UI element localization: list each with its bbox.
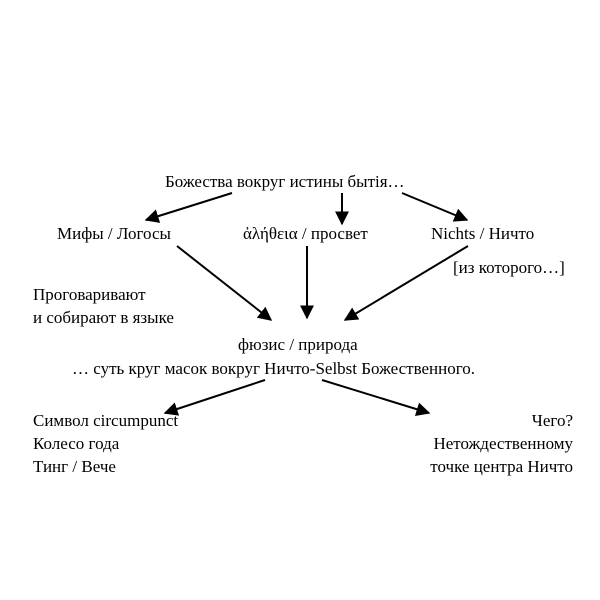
arrow-center-to-bottom-left bbox=[163, 379, 266, 416]
side-note-line2: и собирают в языке bbox=[33, 308, 174, 327]
bottom-right-line3: точке центра Ничто bbox=[430, 457, 573, 476]
bottom-left-line2: Колесо года bbox=[33, 434, 120, 453]
node-myths-logos: Мифы / Логосы bbox=[57, 224, 171, 243]
node-physis: фюзис / природа bbox=[238, 335, 358, 354]
arrow-top-to-myths bbox=[144, 192, 233, 223]
arrow-top-to-nichts bbox=[401, 192, 469, 222]
bottom-right-line2: Нетождественному bbox=[433, 434, 573, 453]
top-node: Божества вокруг истины бытія… bbox=[165, 172, 405, 191]
arrow-nichts-to-physis bbox=[343, 245, 469, 321]
node-nichts: Nichts / Ничто bbox=[431, 224, 535, 243]
bottom-right-line1: Чего? bbox=[531, 411, 573, 430]
center-statement: … суть круг масок вокруг Ничто-Selbst Бо… bbox=[72, 359, 476, 378]
arrow-myths-to-physis bbox=[176, 245, 273, 321]
arrow-center-to-bottom-right bbox=[321, 379, 431, 416]
node-aletheia: ἀλήθεια / просвет bbox=[243, 224, 368, 243]
node-nichts-note: [из которого…] bbox=[453, 258, 565, 277]
bottom-left-line3: Тинг / Вече bbox=[33, 457, 116, 476]
bottom-left-line1: Символ circumpunct bbox=[33, 411, 179, 430]
side-note-line1: Проговаривают bbox=[33, 285, 146, 304]
